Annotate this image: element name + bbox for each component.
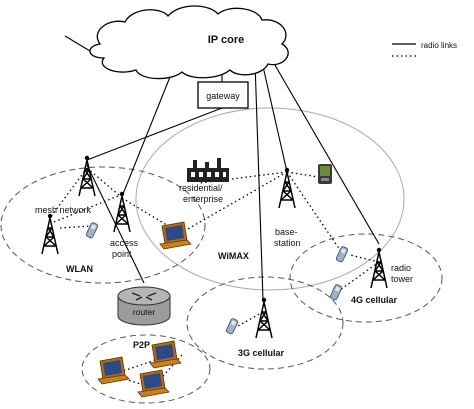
p2p-region [81, 334, 211, 404]
legend: radio links [392, 41, 457, 57]
phone-icon [85, 221, 99, 240]
mesh-network-label: mesh network [35, 205, 92, 215]
tower-icon [278, 167, 296, 209]
tower-icon [370, 247, 388, 289]
radio-tower-label-2: tower [391, 274, 413, 284]
laptop-icon [159, 221, 192, 250]
wimax-label: WiMAX [218, 251, 249, 261]
cellular-3g-region [186, 276, 344, 370]
laptop-icon [97, 356, 130, 385]
ip-core-cloud: IP core [89, 5, 289, 80]
residential-label-2: enterprise [183, 194, 223, 204]
access-point-label-2: point [112, 249, 132, 259]
phone-icon [225, 317, 239, 336]
gateway-label: gateway [206, 91, 240, 101]
wimax-region [135, 107, 405, 291]
laptop-icon [137, 369, 170, 398]
gateway-box [197, 81, 249, 109]
base-station-label-1: base- [275, 227, 298, 237]
wired-links [64, 35, 380, 301]
base-station-label-2: station [274, 238, 301, 248]
gateway: gateway [197, 81, 249, 109]
tower-icon [255, 297, 273, 339]
cloud-icon [89, 5, 289, 80]
phone-icon [335, 245, 349, 264]
laptop-icon [149, 340, 182, 369]
legend-label: radio links [421, 41, 457, 50]
residential-label-1: residential/ [179, 183, 223, 193]
router-label: router [133, 307, 155, 317]
router: router [117, 286, 171, 326]
access-point-label-1: access [110, 238, 139, 248]
pda-icon [318, 164, 332, 184]
wlan-label: WLAN [66, 264, 93, 274]
factory-icon [187, 158, 229, 182]
cellular-4g-label: 4G cellular [351, 295, 398, 305]
p2p-label: P2P [133, 340, 150, 350]
wlan-region [0, 166, 206, 284]
cellular-3g-label: 3G cellular [238, 348, 285, 358]
radio-tower-label-1: radio [391, 263, 411, 273]
ip-core-label: IP core [208, 34, 245, 46]
tower-icon [41, 213, 59, 255]
cellular-4g-region [289, 233, 443, 323]
phone-icon [329, 283, 343, 302]
